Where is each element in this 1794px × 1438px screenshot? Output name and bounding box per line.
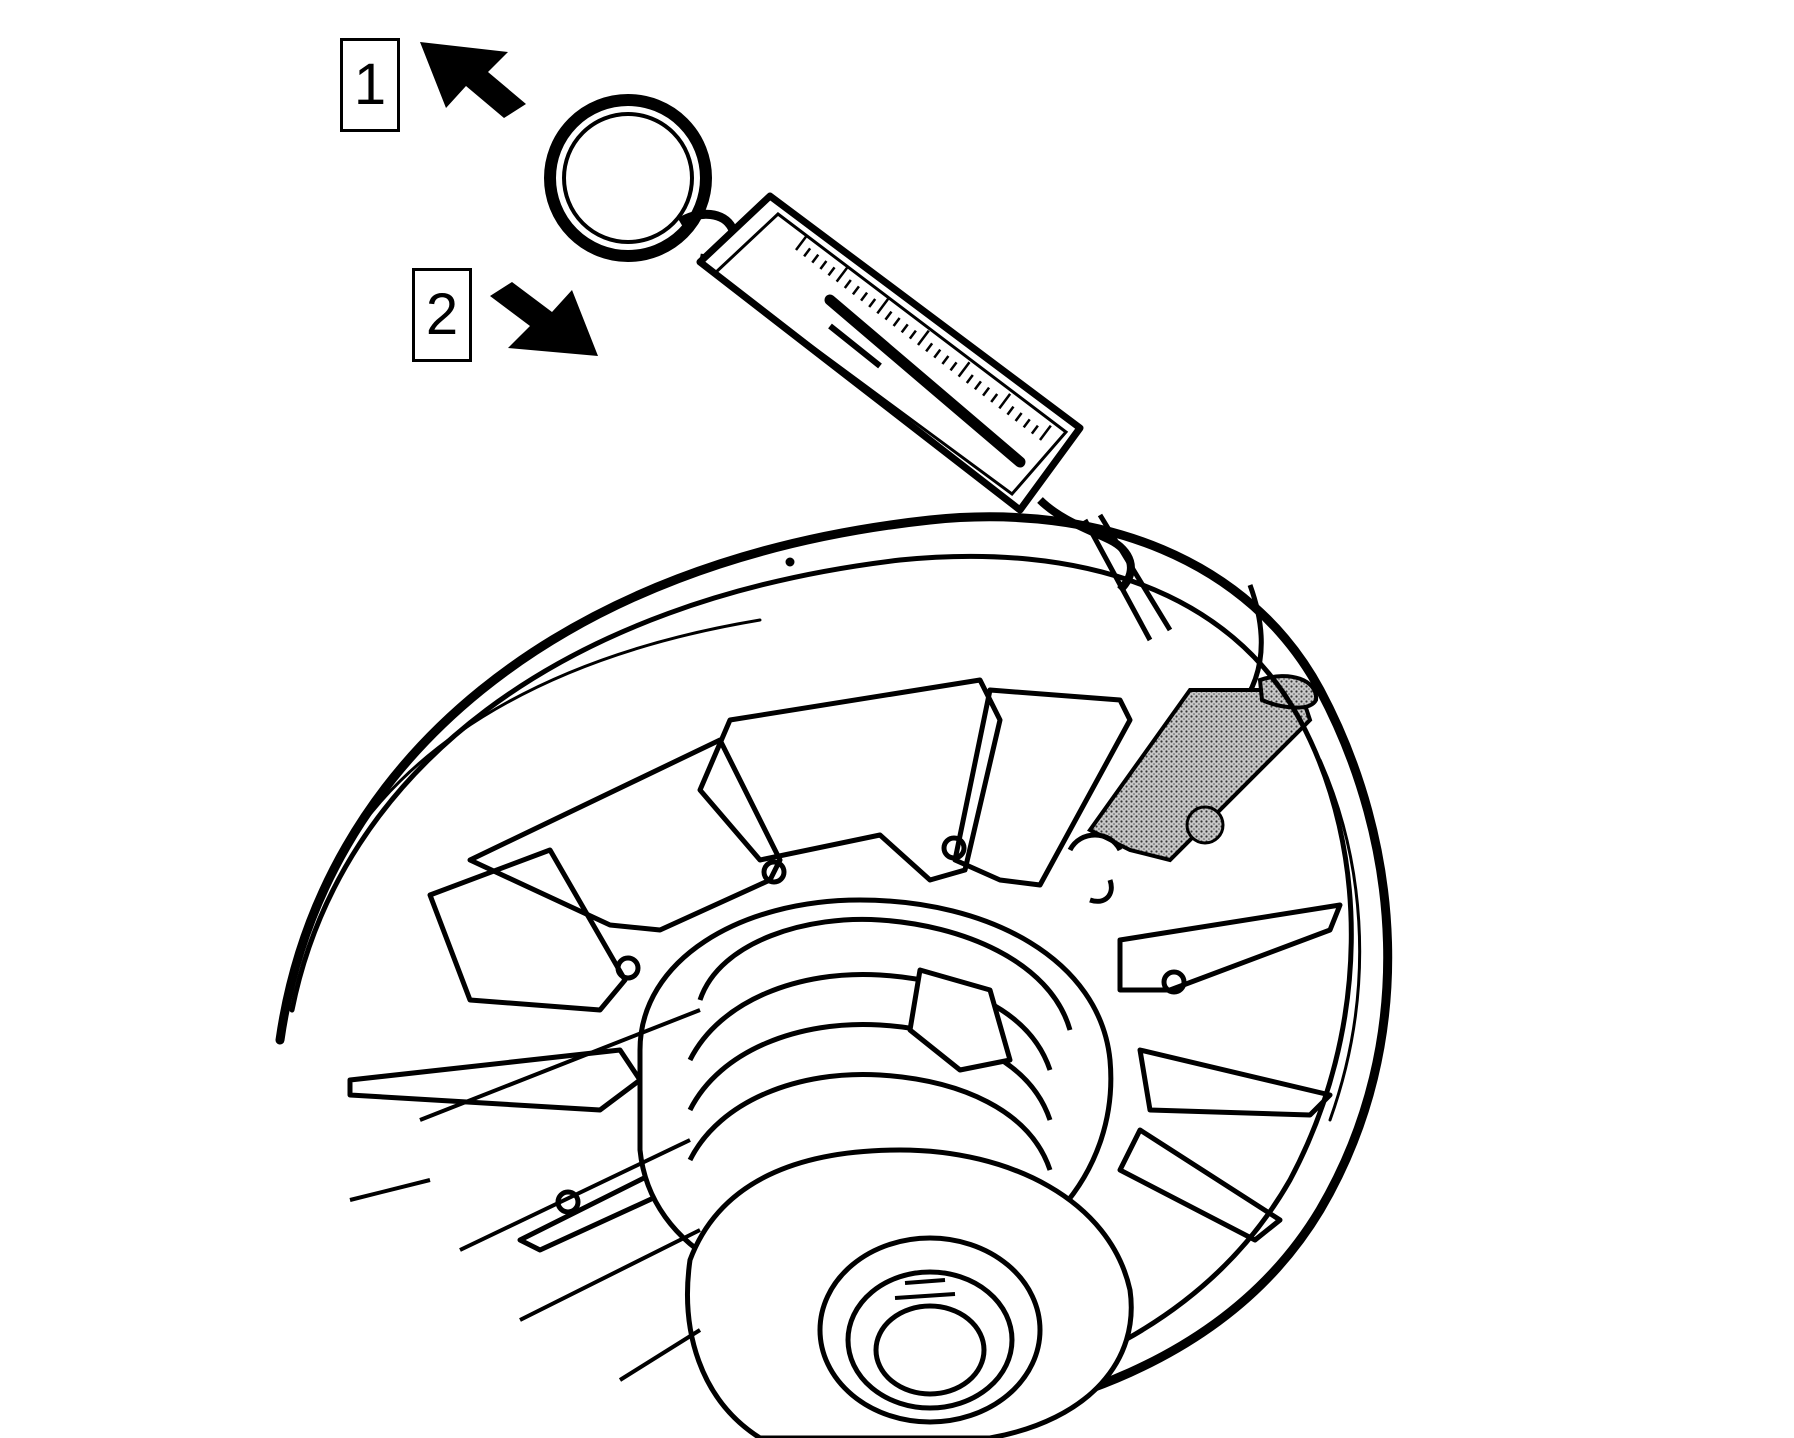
scale-tick	[860, 291, 869, 302]
scale-tick	[1022, 418, 1031, 429]
arrow-down-right-icon	[490, 282, 598, 356]
scale-tick	[908, 329, 917, 340]
scale-tick	[949, 361, 958, 372]
scale-indicator	[824, 294, 1026, 468]
scale-tick	[892, 317, 901, 327]
arrow-up-left-icon	[420, 42, 526, 118]
scale-tick	[1039, 424, 1052, 441]
callout-label-2: 2	[412, 268, 472, 362]
wheel-rim	[275, 512, 1393, 1435]
scale-tick	[1030, 424, 1039, 435]
scale-tick	[1014, 412, 1023, 422]
scale-tick	[803, 247, 812, 258]
scale-tick	[965, 374, 974, 384]
scale-tick	[835, 266, 849, 283]
scale-tick	[851, 285, 860, 296]
scale-tick	[957, 361, 971, 378]
scale-tick	[998, 393, 1012, 410]
scale-tick	[982, 386, 991, 397]
scale-tick	[876, 298, 890, 315]
axle-detail	[349, 1008, 702, 1382]
scale-tick	[819, 260, 828, 270]
scale-tick	[941, 355, 950, 365]
scale-tick	[811, 253, 820, 264]
scale-tick	[990, 393, 999, 403]
scale-tick	[868, 298, 877, 308]
scale-tick	[794, 234, 808, 251]
scale-tick	[925, 342, 934, 353]
scale-tick	[827, 266, 836, 277]
wheel-hub	[637, 897, 1134, 1438]
spring-scale	[696, 192, 1173, 642]
scale-tick	[973, 380, 982, 391]
pull-ring	[544, 94, 740, 264]
scale-tick	[843, 279, 852, 289]
scale-tick	[1006, 405, 1015, 416]
scale-tick	[933, 348, 942, 359]
scale-tick	[916, 329, 930, 346]
scale-tick	[884, 310, 893, 321]
callout-label-1: 1	[340, 38, 400, 132]
scale-tick	[900, 323, 909, 334]
scale-tick-marks	[794, 234, 1052, 441]
